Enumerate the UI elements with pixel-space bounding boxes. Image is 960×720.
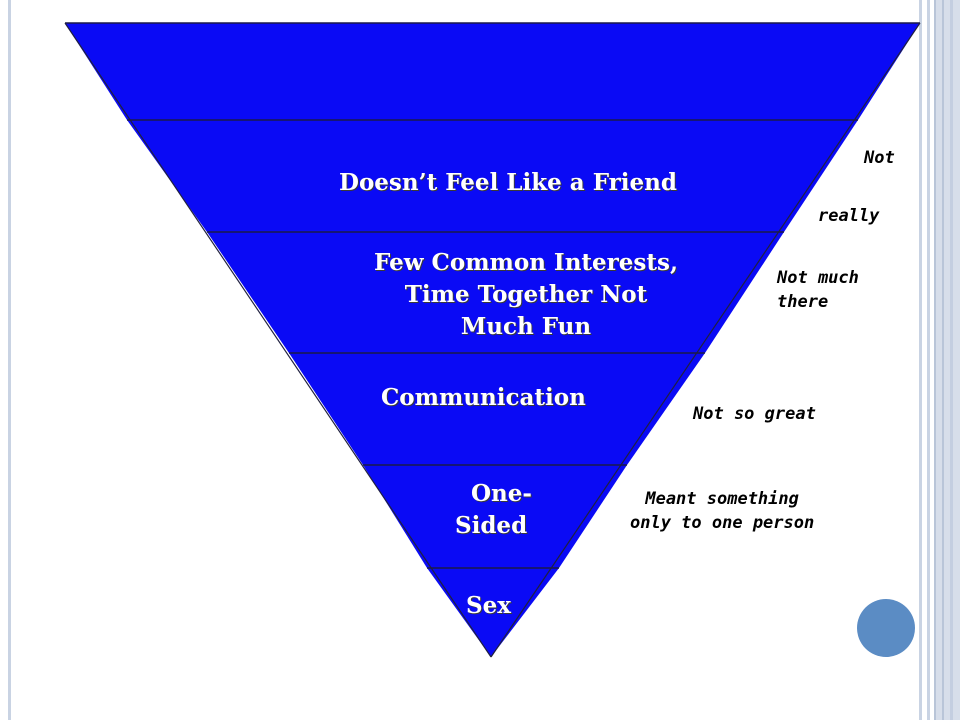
note-meant-something: Meant something only to one person (630, 489, 815, 533)
pyramid-layer (65, 23, 920, 120)
note-really: really (818, 206, 880, 226)
slide-frame-right-band (934, 0, 960, 720)
level-label-communication: Communication (381, 384, 586, 411)
slide-frame-right-line (919, 0, 922, 720)
level-label-interests: Few Common Interests, Time Together Not … (374, 249, 678, 340)
pyramid-layer (127, 120, 858, 232)
note-not: Not (864, 148, 895, 168)
note-not-much-there: Not much there (777, 268, 859, 312)
right-edge (490, 22, 921, 658)
pyramid-layer (427, 568, 559, 657)
slide-frame-right-line (950, 0, 953, 720)
level-label-sex: Sex (466, 592, 511, 619)
level-label-friend: Doesn’t Feel Like a Friend (339, 169, 677, 196)
level-label-one-sided: One- Sided (455, 480, 532, 539)
pyramid-layer (363, 465, 627, 568)
slide-frame-right-line (942, 0, 944, 720)
slide-frame-left (8, 0, 11, 720)
slide-frame-right-line (927, 0, 930, 720)
circle-icon (857, 599, 915, 657)
pyramid-layer (289, 353, 705, 465)
note-not-so-great: Not so great (693, 404, 816, 424)
pyramid-layer (207, 232, 784, 353)
left-edge (64, 22, 492, 658)
